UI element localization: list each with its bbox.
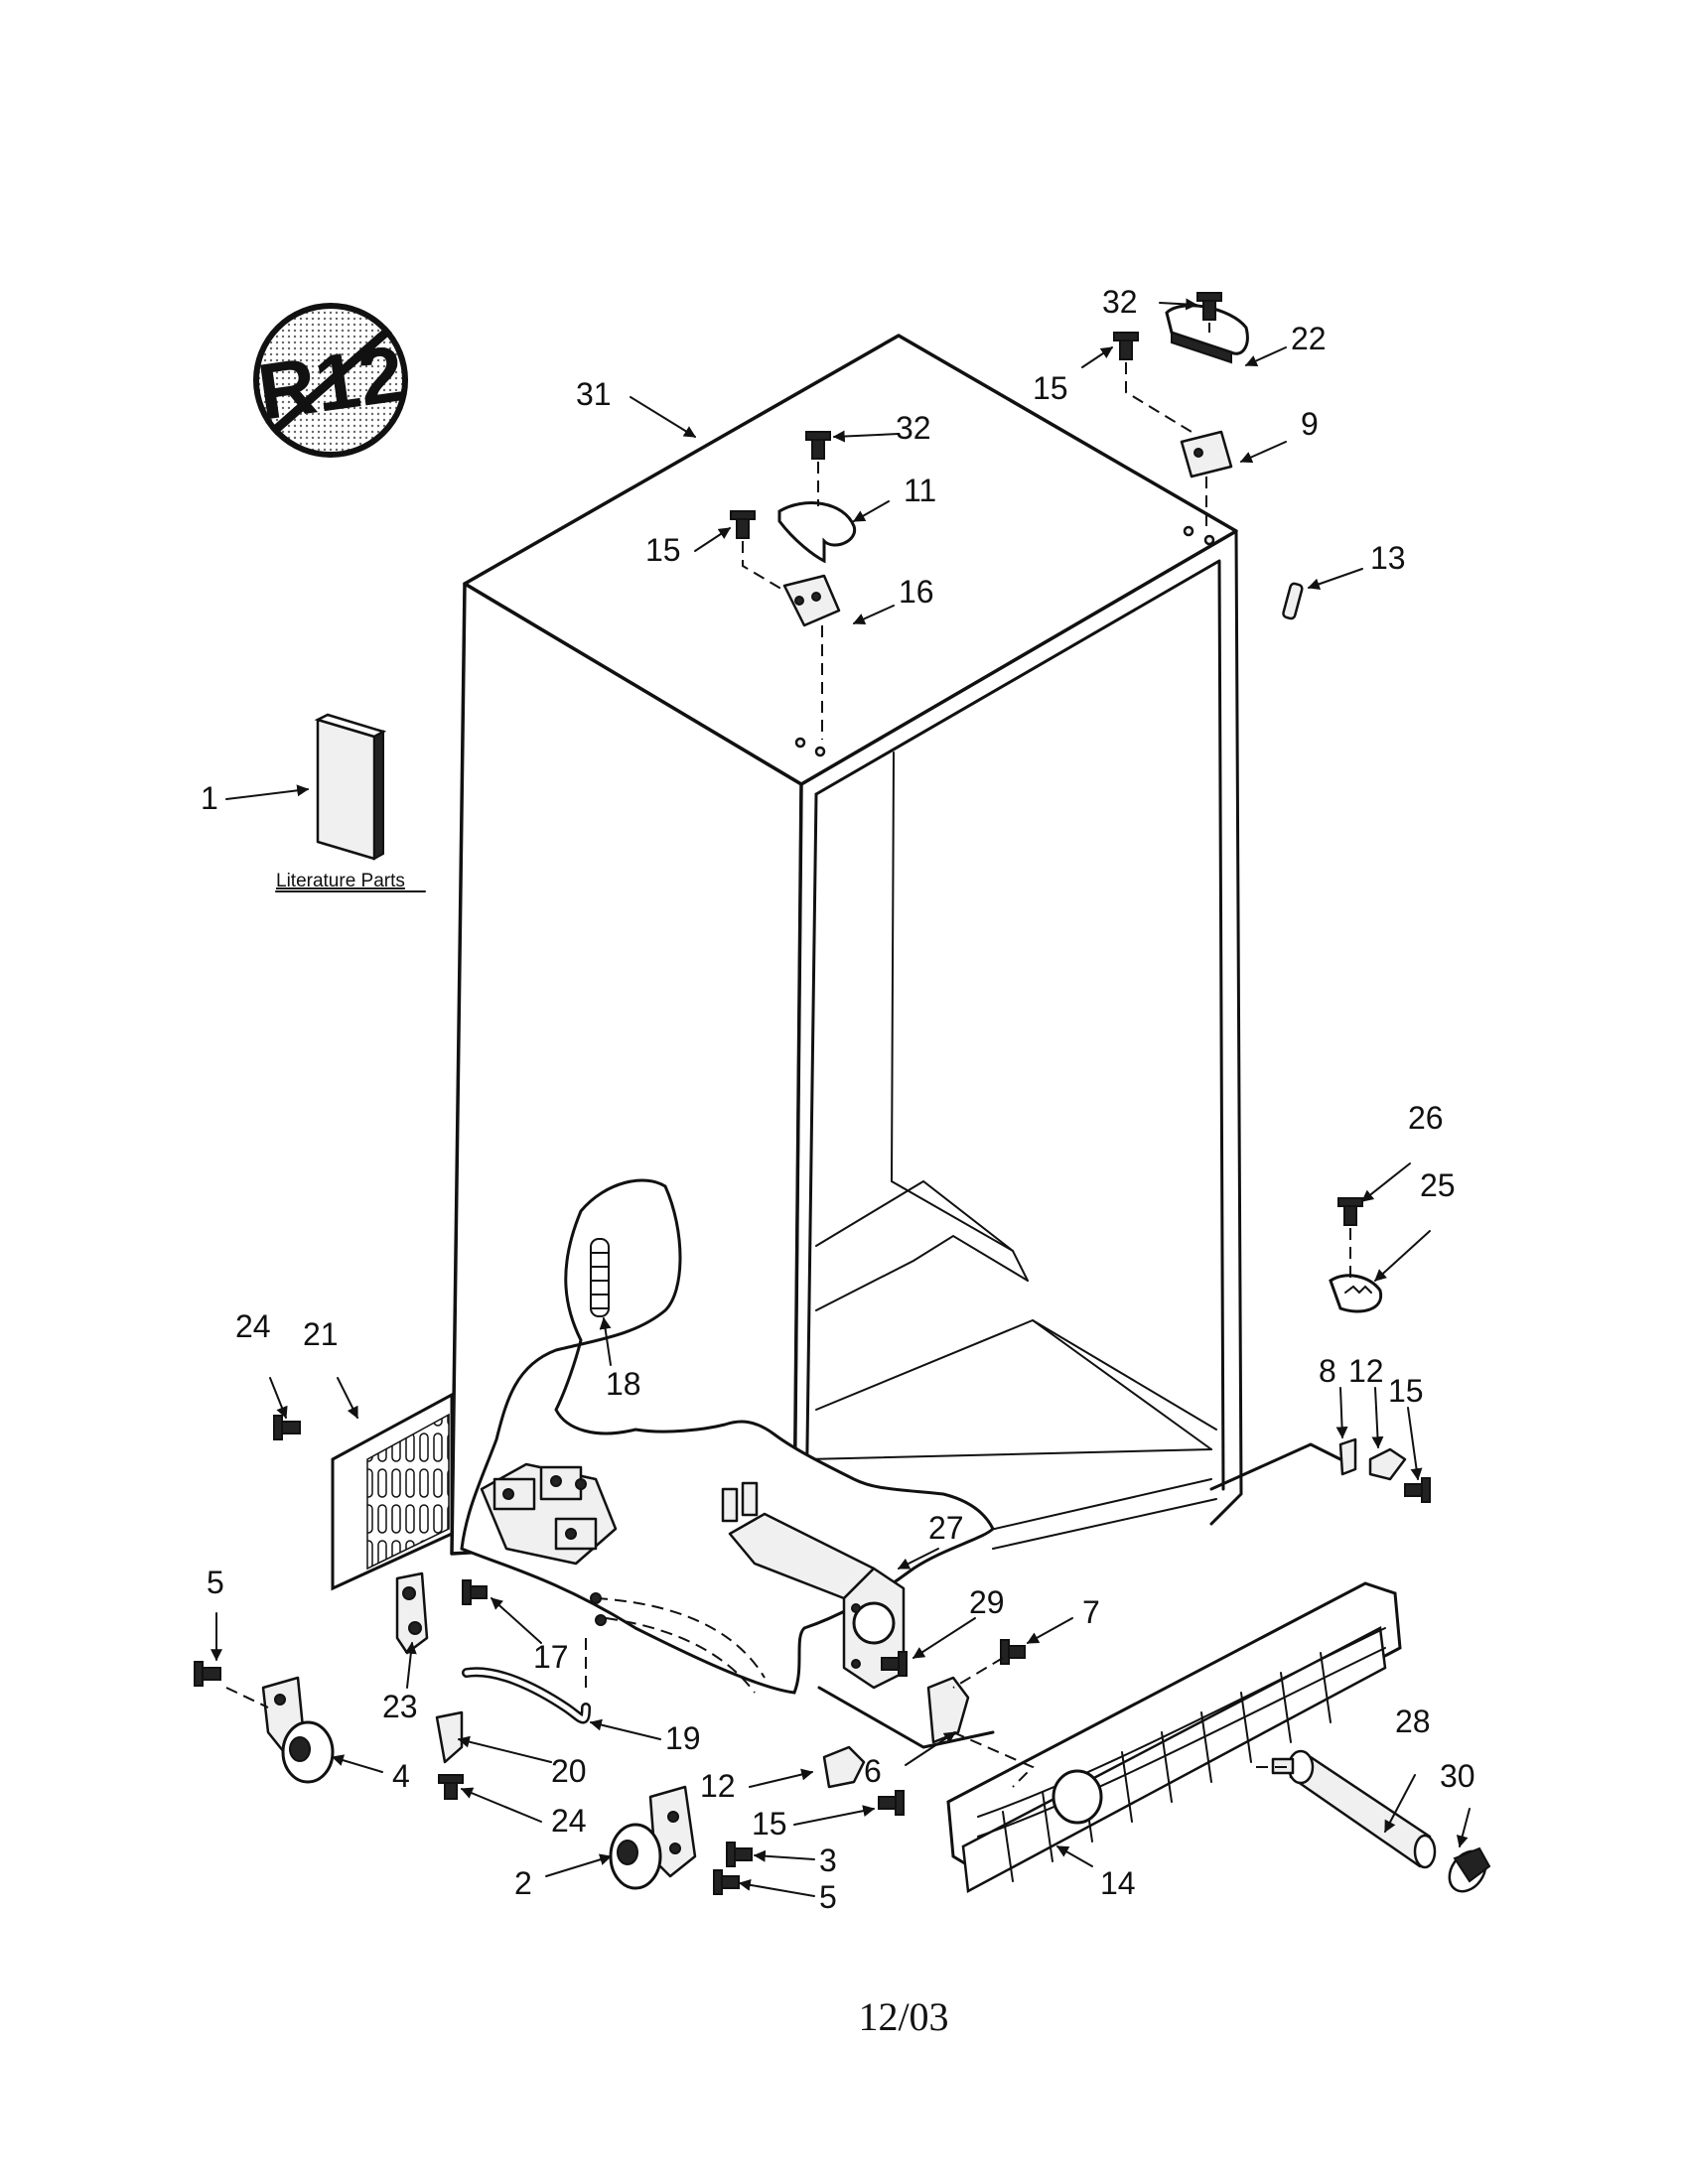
callout: 13: [1370, 540, 1406, 576]
callout: 22: [1291, 321, 1327, 356]
screw: [805, 431, 831, 460]
toe-grille: [946, 1581, 1402, 1893]
screw: [1113, 332, 1139, 360]
callout: 21: [303, 1316, 339, 1352]
callout: 31: [576, 376, 612, 412]
callout: 25: [1420, 1167, 1456, 1203]
rear-access-panel: [331, 1392, 454, 1591]
callout-labels: 32 22 15 9 31 32 11 15 16 13 1 26 25 24 …: [201, 284, 1475, 1915]
callout: 18: [606, 1366, 641, 1402]
screws: [194, 292, 1431, 1895]
callout: 4: [392, 1758, 410, 1794]
bracket-25: [1329, 1274, 1383, 1313]
door-stop-13: [1282, 582, 1304, 620]
callout: 6: [864, 1753, 882, 1789]
screw: [1337, 1197, 1363, 1226]
screw: [273, 1415, 301, 1440]
callout: 19: [665, 1720, 701, 1756]
literature-manual: [314, 713, 387, 861]
hinge-bracket-right: [1180, 430, 1233, 478]
clips-8-12: [1338, 1437, 1407, 1481]
front-roller-right: [609, 1785, 697, 1890]
callout: 27: [928, 1510, 964, 1546]
front-roller-left: [261, 1676, 335, 1784]
callout: 23: [382, 1689, 418, 1724]
clip-20: [435, 1710, 464, 1764]
callout: 5: [819, 1879, 837, 1915]
screw: [1404, 1477, 1431, 1503]
callout: 15: [752, 1806, 787, 1842]
water-filter: [1271, 1749, 1437, 1869]
screw: [1196, 292, 1222, 321]
hinge-cover-22: [1165, 304, 1249, 364]
tube-19: [462, 1667, 591, 1724]
callout: 1: [201, 780, 218, 816]
water-valve: [721, 1481, 906, 1690]
callout: 12: [1348, 1353, 1384, 1389]
screw: [881, 1651, 908, 1677]
screw: [462, 1579, 488, 1605]
footer-date: 12/03: [858, 1994, 948, 2039]
callout: 20: [551, 1753, 587, 1789]
callout: 32: [1102, 284, 1138, 320]
screw: [726, 1842, 753, 1867]
leader-arrows: [210, 298, 1471, 1897]
callout: 11: [904, 473, 936, 508]
hinge-bracket-left: [782, 574, 841, 627]
callout: 29: [969, 1584, 1005, 1620]
callout: 8: [1319, 1353, 1336, 1389]
filter-cap: [1448, 1846, 1491, 1893]
screw: [194, 1661, 221, 1687]
callout: 30: [1440, 1758, 1475, 1794]
callout: 17: [533, 1639, 569, 1675]
callout: 2: [514, 1865, 532, 1901]
callout: 24: [235, 1308, 271, 1344]
literature-parts-label: Literature Parts: [276, 871, 405, 891]
callout: 26: [1408, 1100, 1444, 1136]
clip-6: [926, 1676, 970, 1744]
callout: 15: [1388, 1373, 1424, 1409]
callout: 24: [551, 1803, 587, 1839]
callout: 15: [1033, 370, 1068, 406]
no-r12-badge: R12: [252, 303, 409, 458]
callout: 12: [700, 1768, 736, 1804]
callout: 15: [645, 532, 681, 568]
screw: [713, 1869, 740, 1895]
callout: 3: [819, 1843, 837, 1878]
screw: [730, 510, 756, 539]
callout: 28: [1395, 1704, 1431, 1739]
relay-assembly: [480, 1462, 618, 1566]
hinge-cover-11: [777, 501, 857, 564]
callout: 7: [1082, 1594, 1100, 1630]
clip-12-lower: [822, 1745, 866, 1789]
screw: [438, 1774, 464, 1800]
callout: 5: [207, 1565, 224, 1600]
callout: 9: [1301, 406, 1319, 442]
drain-spring: [590, 1238, 610, 1317]
callout: 32: [896, 410, 931, 446]
screw: [878, 1790, 905, 1816]
assembly-guides: [225, 323, 1351, 1788]
callout: 16: [899, 574, 934, 610]
callout: 14: [1100, 1865, 1136, 1901]
refrigerator-cabinet: [450, 334, 1243, 1556]
rear-bracket: [395, 1571, 429, 1655]
screw: [1000, 1639, 1026, 1665]
